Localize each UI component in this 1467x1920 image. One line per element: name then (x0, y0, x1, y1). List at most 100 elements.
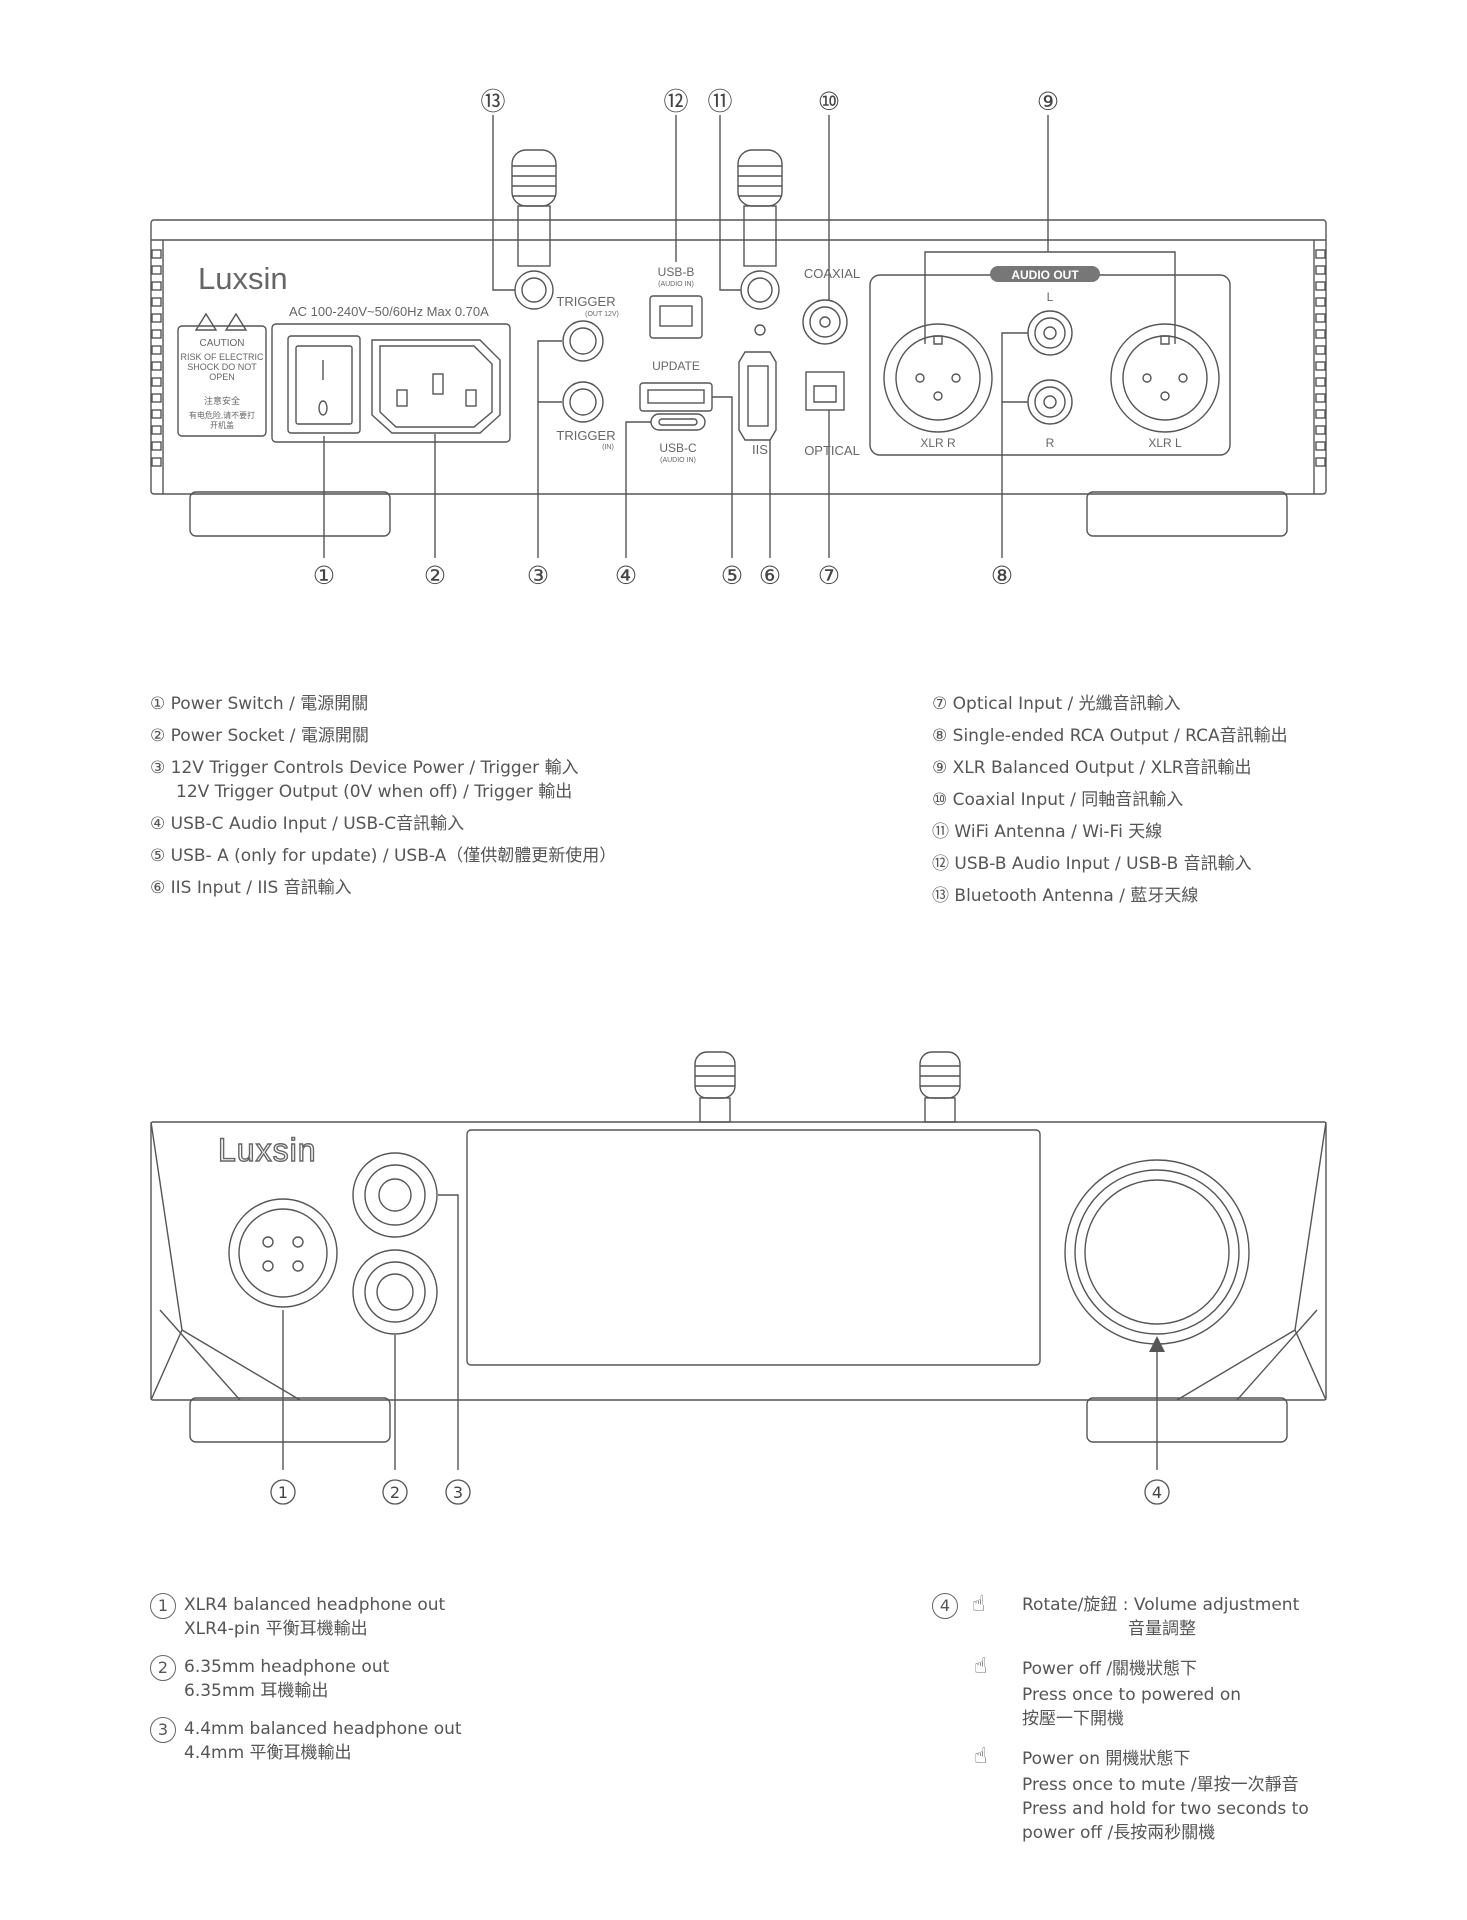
power-switch (287, 335, 361, 434)
rear-legend-item-13: ⑬ Bluetooth Antenna / 藍牙天線 (932, 886, 1199, 906)
trigger-in-label: TRIGGER (556, 428, 615, 443)
front-antenna-left (694, 1051, 736, 1123)
volume-knob[interactable] (1064, 1159, 1250, 1345)
usbc-label: USB-C (659, 441, 697, 455)
coaxial-label: COAXIAL (804, 266, 860, 281)
update-label: UPDATE (652, 359, 700, 373)
iis-label: IIS (752, 442, 768, 457)
bluetooth-antenna (511, 149, 557, 310)
caution-box (177, 325, 267, 437)
optical-port (805, 371, 845, 411)
front-panel-diagram: Luxsin 1 2 3 4 (150, 1051, 1327, 1505)
caution-line-3: OPEN (209, 372, 235, 382)
rear-brand-logo: Luxsin (198, 261, 288, 296)
leader-9 (924, 115, 1176, 344)
rear-legend-item-4: ④ USB-C Audio Input / USB-C音訊輸入 (150, 814, 465, 834)
xlr-l-label: XLR L (1148, 436, 1182, 450)
caution-line-2: SHOCK DO NOT (187, 362, 257, 372)
callout-8: ⑧ (991, 561, 1013, 590)
vent-right (1315, 249, 1326, 467)
safety-cn: 注意安全 (204, 395, 240, 406)
power-socket (371, 339, 501, 434)
power-rating: AC 100-240V~50/60Hz Max 0.70A (289, 304, 489, 319)
trigger-in-jack (562, 381, 604, 423)
front-legend-power-on: ☝ Power on 開機狀態下 Press once to mute /單按一… (974, 1744, 1309, 1844)
jack-4-4mm (352, 1152, 438, 1238)
front-legend-right: 4 ☝ Rotate/旋鈕 : Volume adjustment 音量調整 ☝… (932, 1593, 1309, 1849)
leader-11 (719, 115, 741, 291)
warning-triangle-icon (194, 312, 218, 331)
r-label: R (1046, 436, 1055, 450)
iis-port (738, 351, 777, 441)
leader-3 (537, 340, 562, 558)
rear-legend-item-12: ⑫ USB-B Audio Input / USB-B 音訊輸入 (932, 854, 1252, 874)
rear-panel-diagram: AUDIO OUT Luxsin AC 100-240V~50/60Hz Max… (150, 87, 1327, 590)
leader-4 (625, 421, 651, 558)
safety-cn-line-1: 有电危险,请不要打 (189, 410, 255, 420)
front-foot-left (189, 1397, 391, 1443)
front-callout-3: 3 (453, 1483, 463, 1502)
rear-foot-left (189, 491, 391, 537)
front-callout-2: 2 (390, 1483, 400, 1502)
usba-update-port (639, 382, 713, 412)
wifi-antenna (737, 149, 783, 336)
trigger-in-sub: (IN) (602, 444, 614, 451)
caution-title: CAUTION (200, 338, 245, 349)
trigger-out-jack (562, 320, 604, 362)
front-callout-1: 1 (278, 1483, 288, 1502)
rear-legend-item-1: ① Power Switch / 電源開關 (150, 694, 369, 714)
rear-legend-item-7: ⑦ Optical Input / 光纖音訊輸入 (932, 694, 1181, 714)
trigger-out-label: TRIGGER (556, 294, 615, 309)
usbb-port (649, 295, 703, 339)
callout-11: ⑪ (707, 87, 732, 116)
front-brand-logo: Luxsin (218, 1132, 317, 1168)
callout-7: ⑦ (818, 561, 840, 590)
rear-legend-item-3: ③ 12V Trigger Controls Device Power / Tr… (150, 758, 579, 802)
callout-9: ⑨ (1037, 87, 1059, 116)
usbc-sub: (AUDIO IN) (660, 457, 696, 464)
rear-chassis (150, 219, 1327, 495)
front-legend-power-off: ☝ Power off /關機狀態下 Press once to powered… (974, 1654, 1241, 1730)
trigger-out-sub: (OUT 12V) (585, 311, 619, 318)
optical-label: OPTICAL (804, 443, 860, 458)
rear-legend-item-10: ⑩ Coaxial Input / 同軸音訊輸入 (932, 790, 1184, 810)
rear-legend-item-11: ⑪ WiFi Antenna / Wi-Fi 天線 (932, 822, 1163, 842)
front-antenna-right (919, 1051, 961, 1123)
rear-foot-right (1086, 491, 1288, 537)
xlr-r-connector (883, 323, 993, 433)
front-foot-right (1086, 1397, 1288, 1443)
xlr4-headphone-jack (228, 1198, 338, 1308)
callout-10: ⑩ (818, 87, 840, 116)
caution-line-1: RISK OF ELECTRIC (180, 352, 264, 362)
rear-legend-left: ① Power Switch / 電源開關 ② Power Socket / 電… (150, 692, 616, 908)
rear-legend-item-2: ② Power Socket / 電源開關 (150, 726, 369, 746)
rear-legend-item-9: ⑨ XLR Balanced Output / XLR音訊輸出 (932, 758, 1252, 778)
coaxial-jack (802, 299, 848, 345)
electric-warning-icon (224, 312, 248, 331)
callout-4: ④ (615, 561, 637, 590)
front-leader-3 (438, 1194, 459, 1470)
rear-legend-item-5: ⑤ USB- A (only for update) / USB-A（僅供韌體更… (150, 846, 617, 866)
leader-8 (1001, 332, 1028, 558)
power-panel (271, 323, 511, 443)
press-hand-icon: ☝ (974, 1654, 988, 1679)
rotate-hand-icon: ☝ (972, 1592, 986, 1617)
leader-5 (712, 396, 733, 558)
callout-5: ⑤ (721, 561, 743, 590)
front-chassis (150, 1121, 1327, 1401)
callout-6: ⑥ (759, 561, 781, 590)
callout-12: ⑫ (663, 87, 688, 116)
callout-2: ② (424, 561, 446, 590)
xlr-r-label: XLR R (920, 436, 956, 450)
display-screen (466, 1129, 1041, 1366)
rear-legend-item-6: ⑥ IIS Input / IIS 音訊輸入 (150, 878, 352, 898)
front-callout-4: 4 (1152, 1483, 1162, 1502)
rear-legend-right: ⑦ Optical Input / 光纖音訊輸入 ⑧ Single-ended … (932, 692, 1288, 916)
usbb-sub: (AUDIO IN) (658, 281, 694, 288)
front-legend-rotate: 4 ☝ Rotate/旋鈕 : Volume adjustment 音量調整 (932, 1593, 1299, 1649)
knob-arrow-icon (1149, 1336, 1165, 1352)
jack-6-35mm (352, 1249, 438, 1335)
